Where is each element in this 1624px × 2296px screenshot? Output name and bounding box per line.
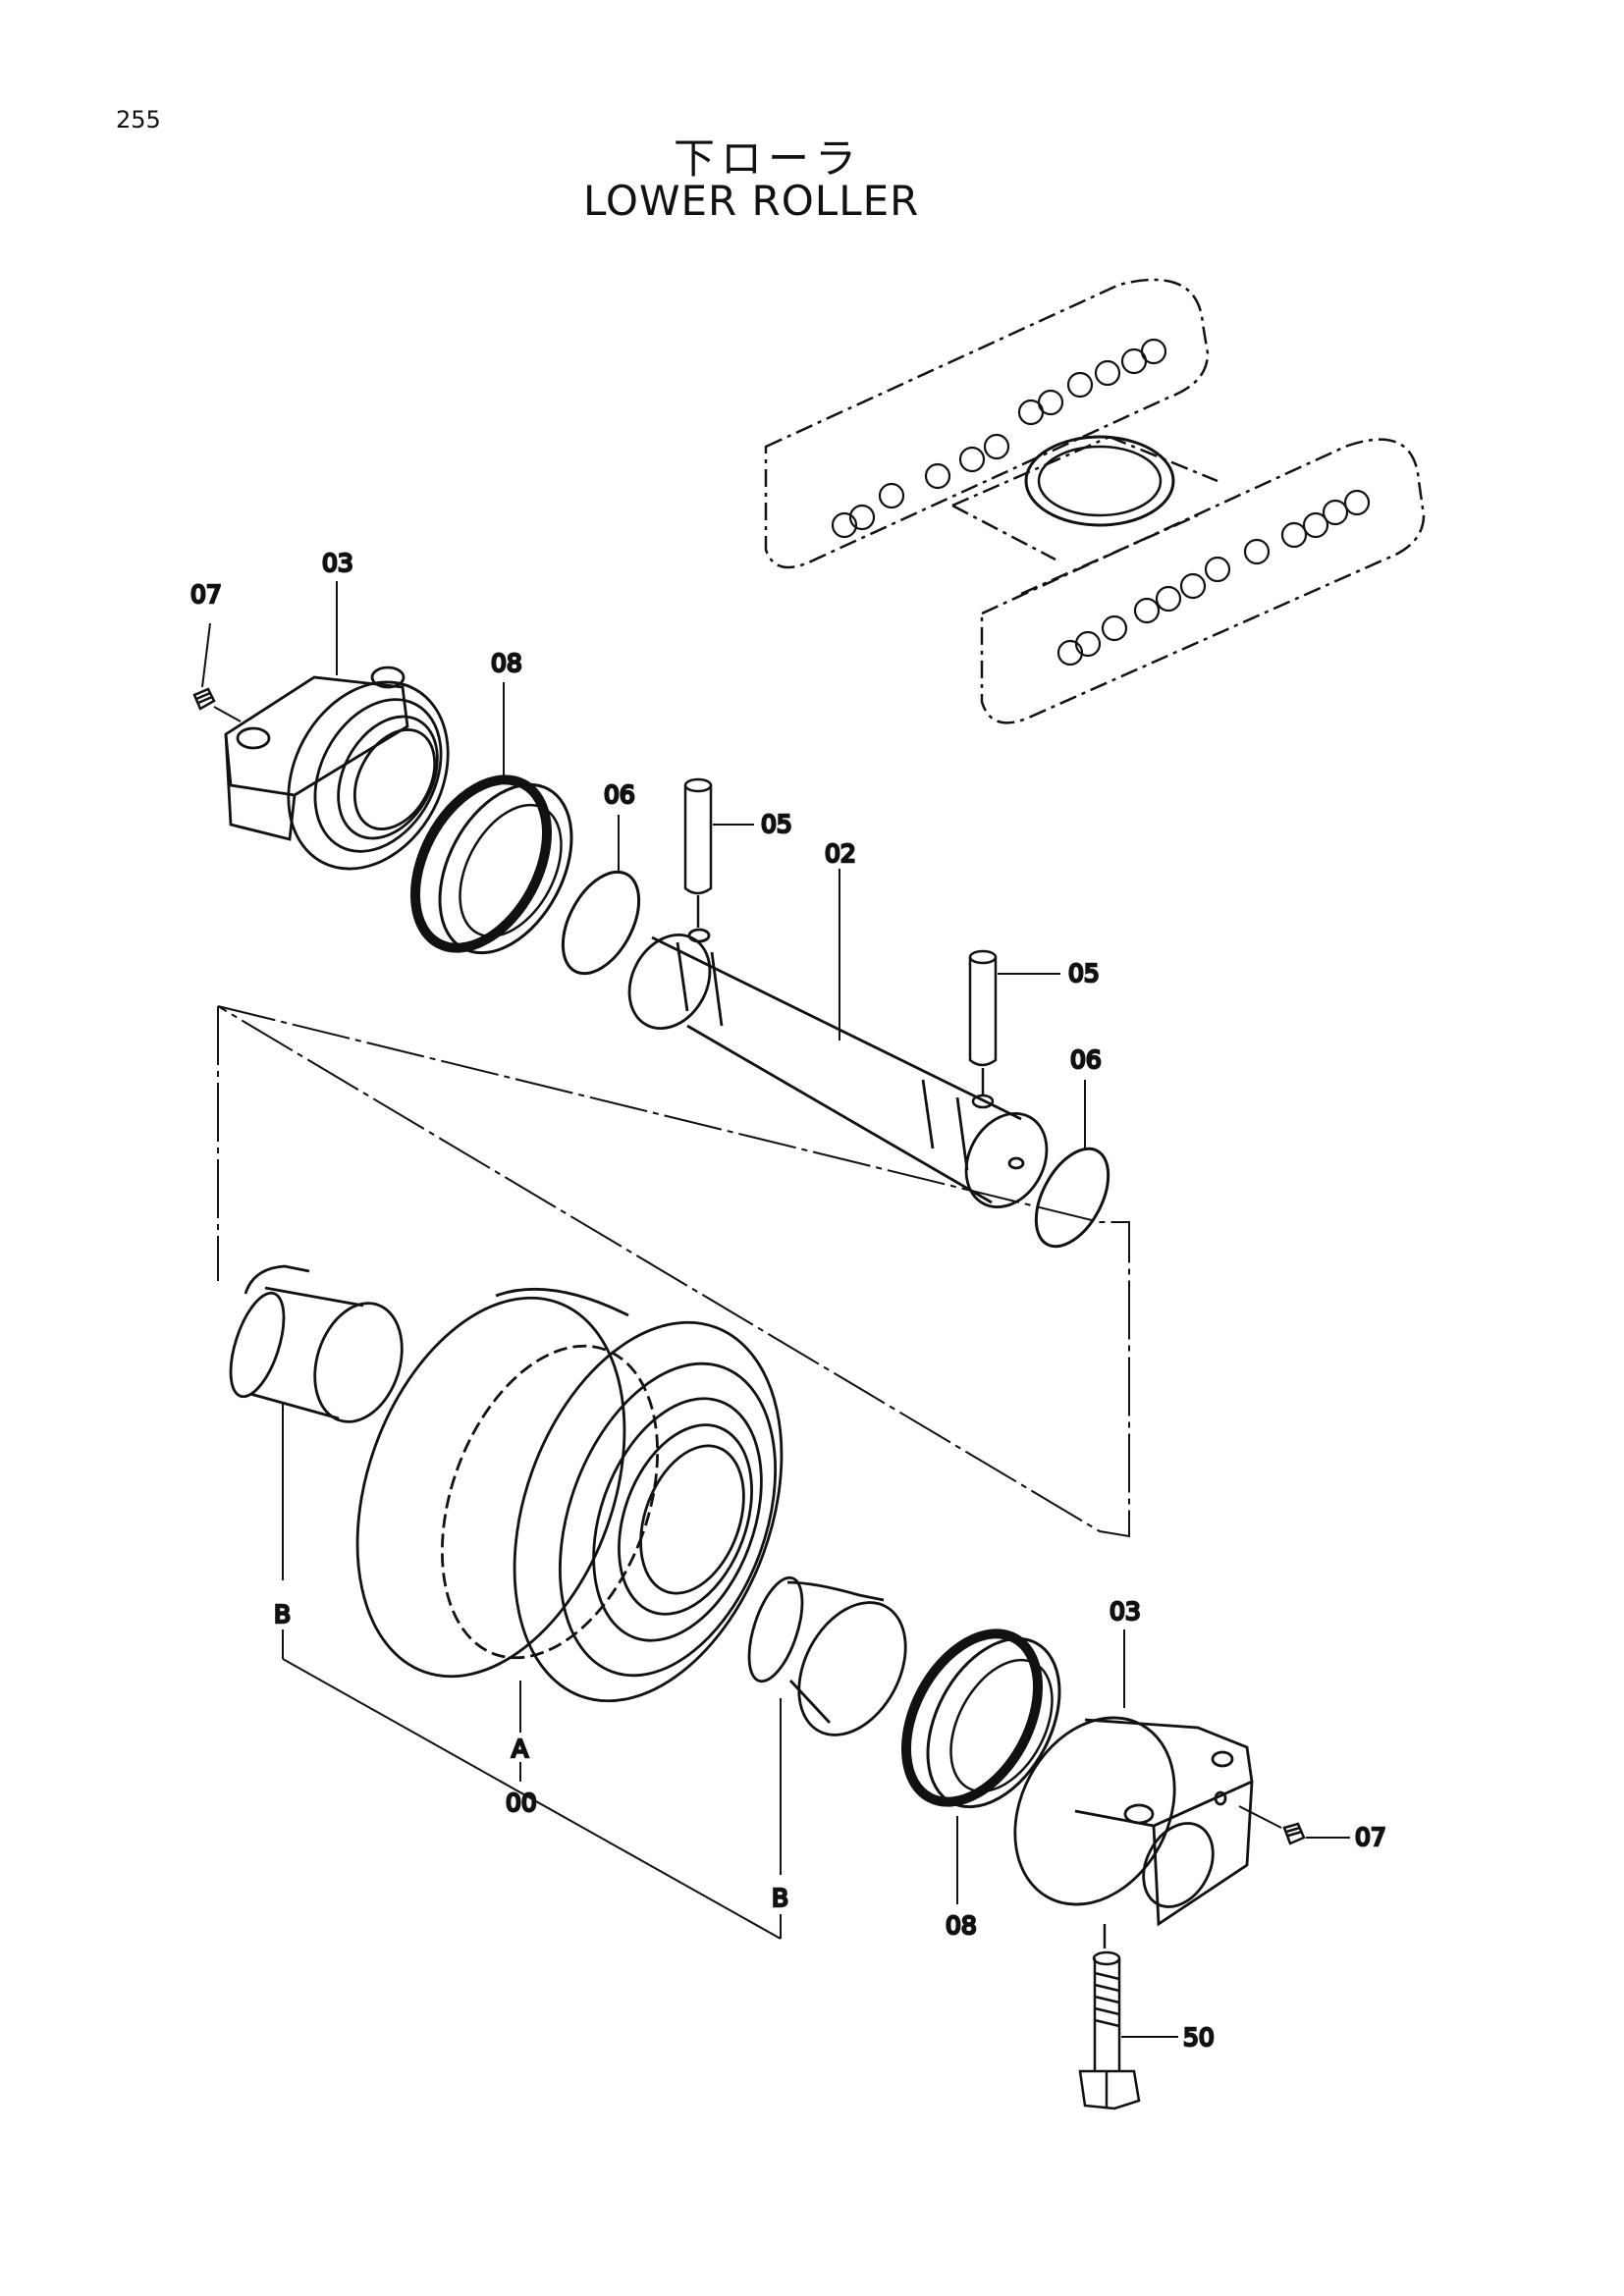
callout-07-top: 07 xyxy=(190,580,222,609)
part-07-plug-top xyxy=(192,687,216,711)
callout-B-left: B xyxy=(274,1600,291,1629)
callout-08-top: 08 xyxy=(491,649,522,677)
part-06-oring-top xyxy=(561,870,641,976)
part-03-collar-bottom xyxy=(1013,1716,1254,1927)
part-bushing-right xyxy=(747,1575,907,1736)
part-08-seal-bottom xyxy=(901,1629,1061,1809)
callout-00: 00 xyxy=(506,1789,537,1817)
callout-02: 02 xyxy=(825,839,856,868)
part-06-oring-mid xyxy=(1034,1147,1110,1249)
callout-03-top: 03 xyxy=(322,549,353,577)
part-03-collar-top xyxy=(224,666,450,871)
part-05-pin-top xyxy=(683,777,713,928)
undercarriage-overview xyxy=(764,278,1426,724)
part-02-shaft xyxy=(627,928,1049,1209)
callout-B-right: B xyxy=(772,1884,788,1912)
callout-07-bottom: 07 xyxy=(1355,1823,1386,1851)
callout-05-top: 05 xyxy=(761,810,792,838)
page-number: 255 xyxy=(116,106,161,133)
callout-50: 50 xyxy=(1183,2023,1215,2052)
part-07-plug-bottom xyxy=(1282,1822,1306,1845)
callout-08-bottom: 08 xyxy=(946,1911,977,1940)
part-bushing-left xyxy=(229,1264,404,1423)
part-50-bolt xyxy=(1078,1924,1141,2110)
part-05-pin-mid xyxy=(968,949,998,1109)
assembly-frame-lines xyxy=(217,1005,1130,1538)
callout-03-bottom: 03 xyxy=(1110,1597,1141,1626)
part-08-seal-top xyxy=(410,774,573,955)
callout-06-mid: 06 xyxy=(1070,1045,1102,1074)
title-english: LOWER ROLLER xyxy=(583,177,920,225)
part-00-roller xyxy=(355,1287,784,1703)
callout-A: A xyxy=(512,1735,528,1763)
title-japanese: 下ローラ xyxy=(674,134,863,183)
reference-leader-lines xyxy=(282,1404,782,1940)
callout-05-mid: 05 xyxy=(1068,959,1100,988)
callout-06-top: 06 xyxy=(604,780,635,809)
